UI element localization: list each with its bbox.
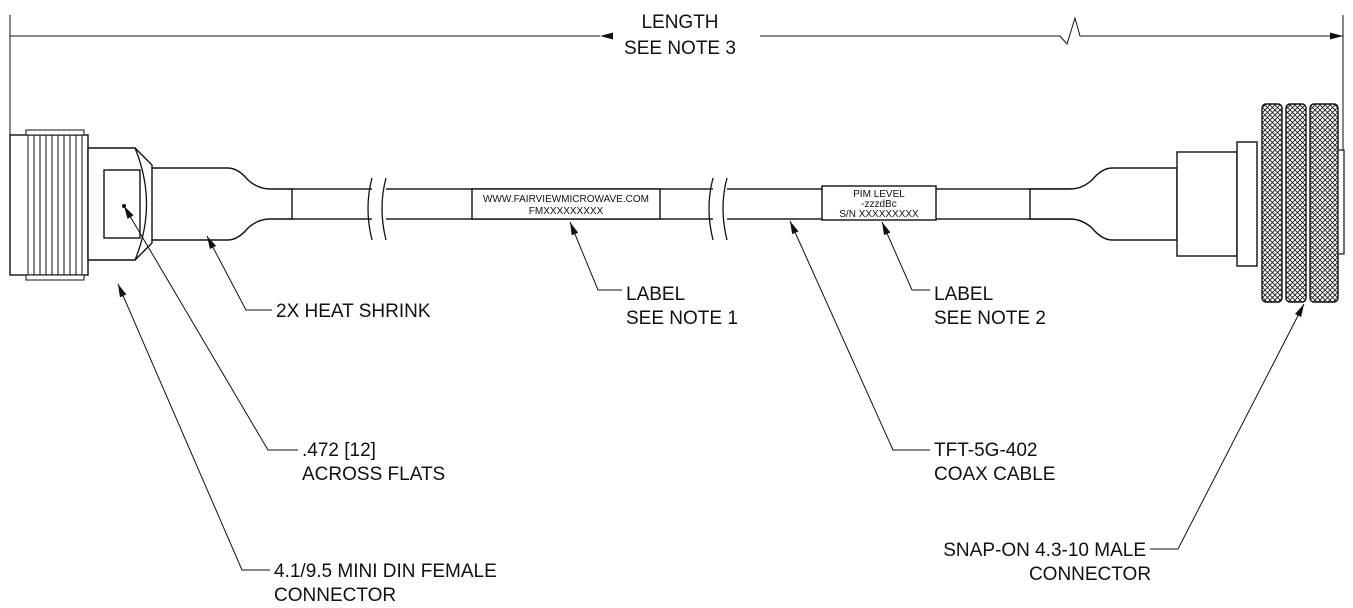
length-dimension: LENGTH SEE NOTE 3 (9, 12, 1344, 160)
callout-heat-shrink: 2X HEAT SHRINK (276, 301, 431, 322)
knurl-ring-3 (1309, 103, 1339, 303)
leader-lines (117, 205, 1305, 571)
label-part-number: FMXXXXXXXXX (529, 206, 604, 217)
cable-jacket (289, 188, 1091, 220)
callout-label1-note: SEE NOTE 1 (626, 308, 738, 329)
callout-label2-title: LABEL (934, 284, 993, 305)
leader-label2 (881, 221, 930, 291)
hex-flat (103, 169, 141, 239)
coupling-nut-body (9, 134, 89, 276)
callout-across-flats-text: ACROSS FLATS (302, 464, 445, 485)
callout-label1-title: LABEL (626, 284, 685, 305)
coax-cable (289, 175, 1091, 241)
label-fairview: WWW.FAIRVIEWMICROWAVE.COM FMXXXXXXXXX (471, 188, 661, 220)
connector-body (1176, 151, 1238, 257)
label-website: WWW.FAIRVIEWMICROWAVE.COM (483, 194, 649, 205)
leader-male (1150, 303, 1305, 550)
label-pim-value: -zzzdBc (861, 199, 897, 210)
female-connector (9, 129, 153, 281)
callout-male-connector: CONNECTOR (1029, 564, 1151, 585)
male-connector (1176, 103, 1345, 303)
heat-shrink-right (1029, 167, 1178, 241)
leader-label1 (569, 221, 622, 291)
leader-coax (789, 220, 930, 451)
leader-across-flats (123, 205, 298, 451)
callout-coax-desc: COAX CABLE (934, 464, 1055, 485)
callout-female-connector: CONNECTOR (274, 585, 396, 606)
callout-female-type: 4.1/9.5 MINI DIN FEMALE (274, 561, 497, 582)
leader-heat-shrink (206, 235, 272, 311)
length-note: SEE NOTE 3 (624, 38, 736, 59)
length-label: LENGTH (641, 12, 718, 33)
callout-label2-note: SEE NOTE 2 (934, 308, 1046, 329)
knurl-ring-2 (1285, 103, 1307, 303)
callout-coax-part: TFT-5G-402 (934, 440, 1037, 461)
callout-male-type: SNAP-ON 4.3-10 MALE (943, 540, 1146, 561)
leader-female (117, 283, 270, 571)
label-pim-level: PIM LEVEL (853, 189, 905, 200)
callout-across-flats-dim: .472 [12] (302, 440, 376, 461)
knurl-ring-1 (1261, 103, 1283, 303)
connector-collar (1236, 141, 1258, 267)
label-pim: PIM LEVEL -zzzdBc S/N XXXXXXXXX (821, 185, 937, 221)
heat-shrink-left (149, 167, 293, 241)
label-serial: S/N XXXXXXXXX (839, 209, 919, 220)
